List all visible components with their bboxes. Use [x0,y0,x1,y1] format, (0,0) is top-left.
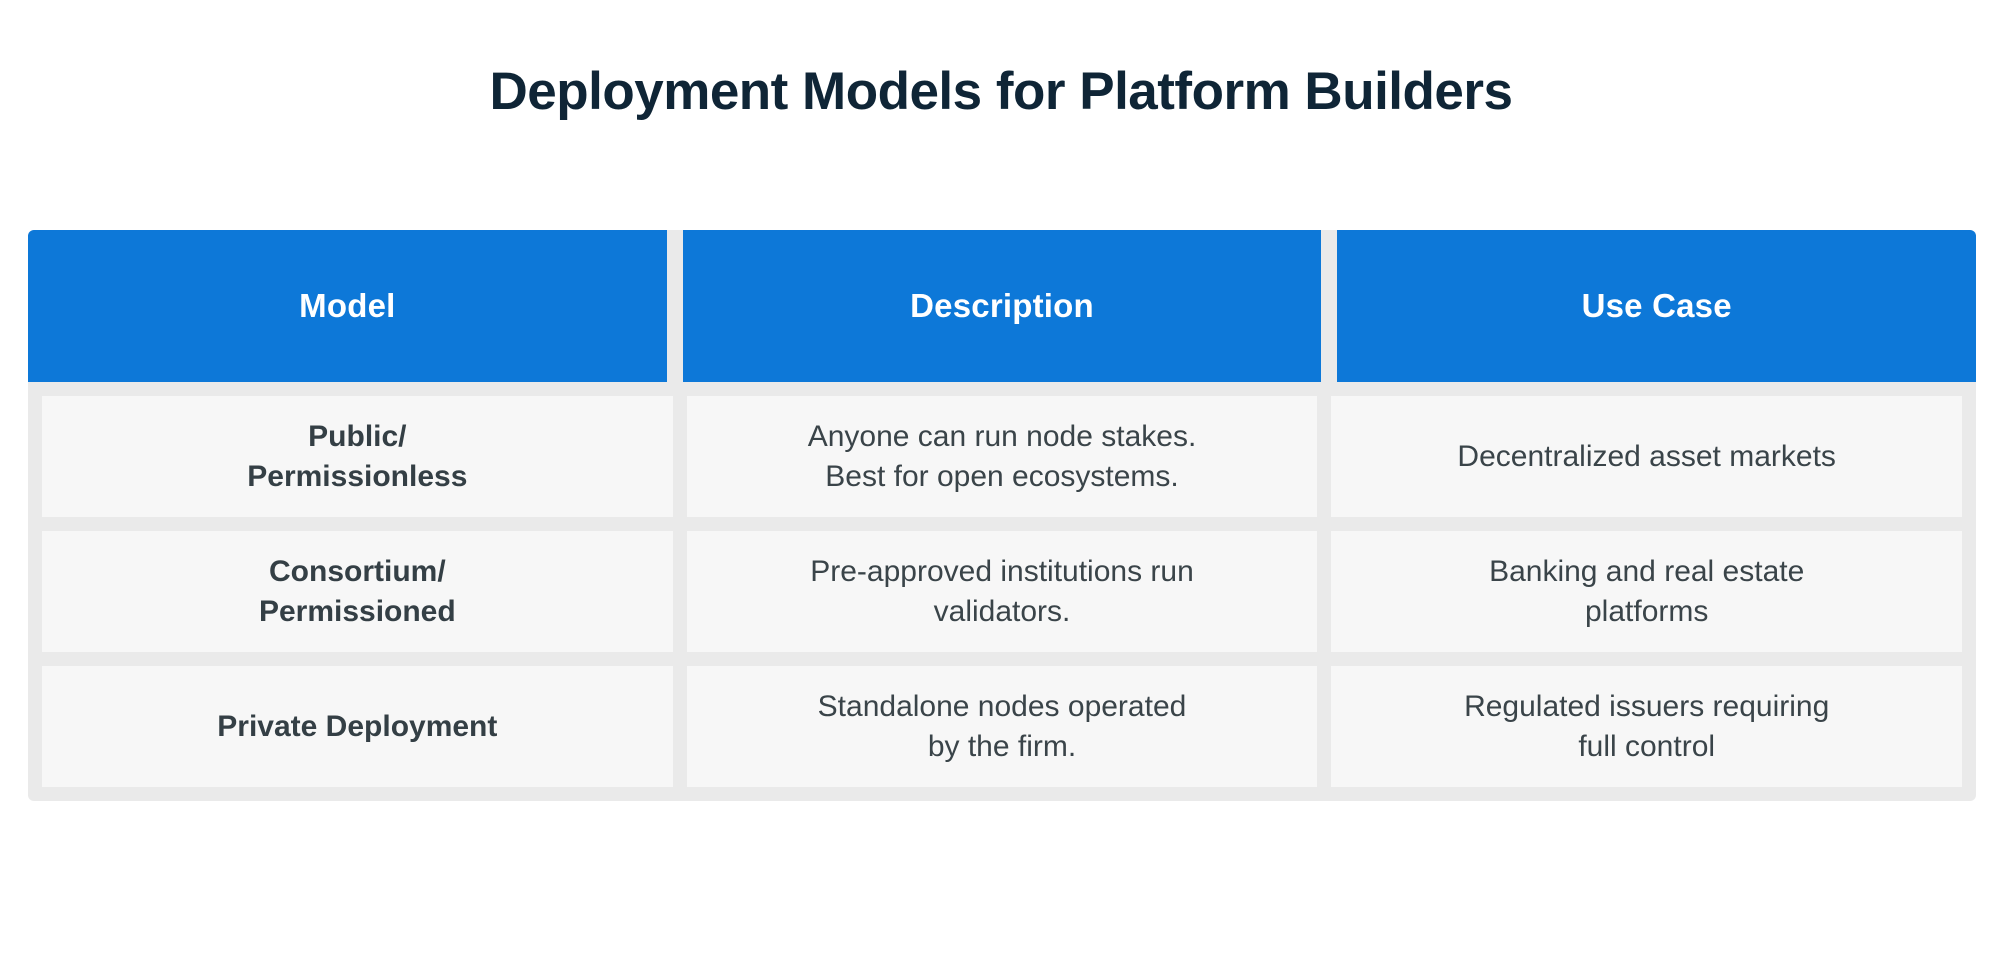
table-cell-description-text: Anyone can run node stakes.Best for open… [807,419,1197,493]
deployment-models-table: Model Description Use Case Public/Permis… [28,230,1977,801]
table-cell-model: Public/Permissionless [42,396,673,517]
page-title: Deployment Models for Platform Builders [489,62,1513,121]
table-cell-model-text: Private Deployment [217,709,498,743]
table-header-model-label: Model [299,287,396,324]
table-cell-model: Private Deployment [42,666,673,787]
table-header-row: Model Description Use Case [28,230,1977,382]
table-header-model: Model [28,230,667,382]
table-cell-use-case-text: Decentralized asset markets [1457,439,1836,473]
table-row: Public/Permissionless Anyone can run nod… [42,396,1963,517]
table-row: Private Deployment Standalone nodes oper… [42,666,1963,787]
table-header-description: Description [682,230,1322,382]
table-body: Public/Permissionless Anyone can run nod… [28,382,1976,787]
table-cell-use-case: Decentralized asset markets [1331,396,1963,517]
table-cell-model-text: Consortium/Permissioned [258,554,456,628]
table-header-use-case: Use Case [1337,230,1977,382]
table-header-use-case-label: Use Case [1581,287,1732,324]
table-cell-description: Anyone can run node stakes.Best for open… [686,396,1318,517]
table-row: Consortium/Permissioned Pre-approved ins… [42,531,1963,652]
table-cell-model-text: Public/Permissionless [247,419,468,493]
table-header-description-label: Description [910,287,1094,324]
table-cell-model: Consortium/Permissioned [42,531,673,652]
